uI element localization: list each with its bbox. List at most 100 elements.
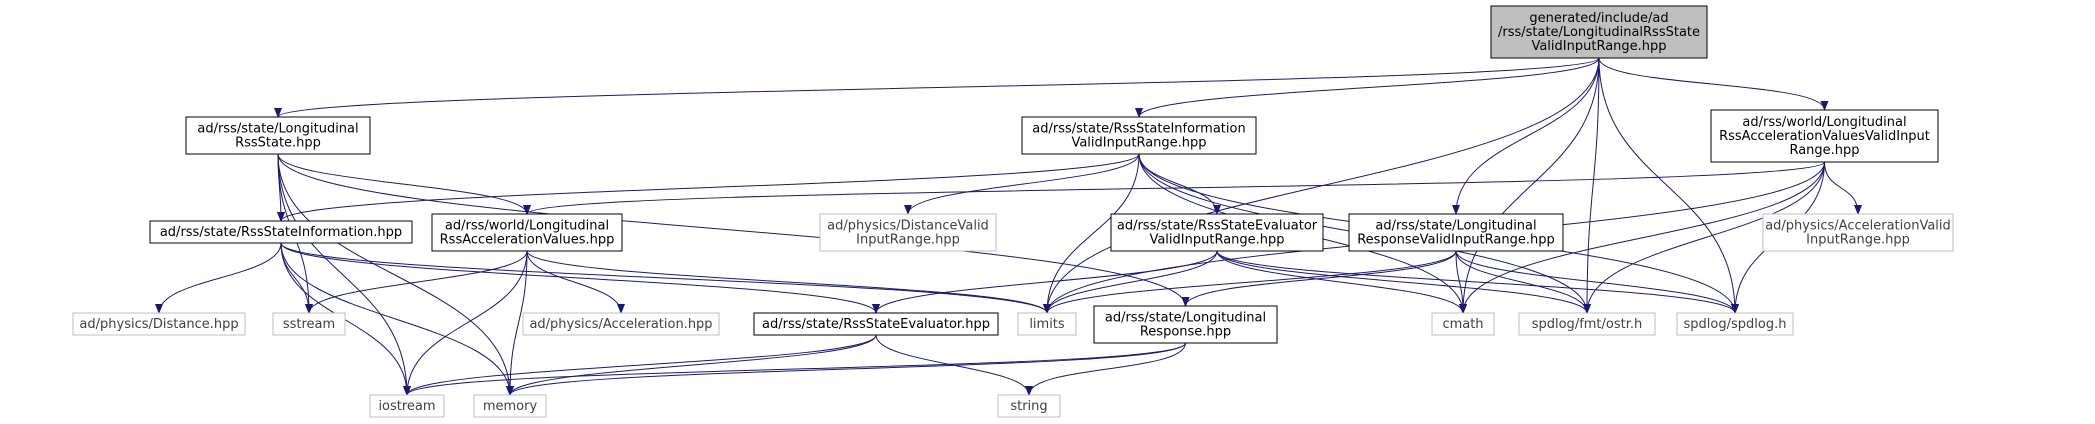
node-box-evalvalid [1110,213,1324,252]
edge-accelvalues-to-memory [506,250,528,396]
node-label-cmath-line-0: cmath [1442,317,1483,332]
edge-response-to-string [1025,342,1186,396]
edge-evalvalid-to-ostr [1216,250,1591,314]
node-root[interactable]: generated/include/ad/rss/state/Longitudi… [1490,5,1708,59]
node-box-rssinfo [149,220,413,244]
node-box-respvalid [1348,213,1564,252]
node-box-distance [72,312,246,336]
edge-evalvalid-to-cmath [1216,250,1467,314]
node-respvalid[interactable]: ad/rss/state/LongitudinalResponseValidIn… [1348,213,1564,252]
edge-rssinfo-to-memory [280,242,514,396]
node-label-distvalid-line-0: ad/physics/DistanceValid [827,219,989,234]
node-box-spdlog [1676,312,1794,336]
node-label-acceleration-line-0: ad/physics/Acceleration.hpp [529,317,712,332]
node-acceleration: ad/physics/Acceleration.hpp [522,312,720,336]
node-label-accelvalid-line-1: RssAccelerationValuesValidInput [1719,129,1930,144]
node-longrss[interactable]: ad/rss/state/LongitudinalRssState.hpp [185,116,371,155]
node-label-evalvalid-line-0: ad/rss/state/RssStateEvaluator [1117,219,1318,234]
node-label-accelvalues-line-0: ad/rss/world/Longitudinal [445,219,609,234]
node-label-rssinfo-line-0: ad/rss/state/RssStateInformation.hpp [160,225,402,240]
node-box-limits [1017,312,1077,336]
node-box-accelvalues [431,213,623,252]
node-accelvalid[interactable]: ad/rss/world/LongitudinalRssAcceleration… [1710,109,1939,163]
node-limits: limits [1017,312,1077,336]
node-label-respvalid-line-0: ad/rss/state/Longitudinal [1375,219,1536,234]
edge-response-to-iostream [403,342,1186,396]
edge-root-to-cmath [1459,57,1600,314]
node-rssinfo[interactable]: ad/rss/state/RssStateInformation.hpp [149,220,413,244]
node-label-sstream-line-0: sstream [283,317,335,332]
node-ostr: spdlog/fmt/ostr.h [1518,312,1656,336]
edge-root-to-longrss [274,57,1600,118]
node-box-rssinfovalid [1021,116,1257,155]
node-label-longrss-line-1: RssState.hpp [235,136,321,151]
node-sstream: sstream [272,312,346,336]
node-label-memory-line-0: memory [483,399,538,414]
node-label-string-line-0: string [1010,399,1047,414]
edge-rssinfo-to-distance [155,242,282,314]
node-label-accelvalues-line-1: RssAccelerationValues.hpp [440,233,615,248]
node-box-physaccelvalid [1762,213,1954,252]
node-evaluator[interactable]: ad/rss/state/RssStateEvaluator.hpp [753,312,999,336]
node-box-ostr [1518,312,1656,336]
node-box-string [997,394,1061,418]
edge-accelvalid-to-cmath [1459,161,1825,314]
node-accelvalues[interactable]: ad/rss/world/LongitudinalRssAcceleration… [431,213,623,252]
edge-root-to-ostr [1583,57,1600,314]
node-string: string [997,394,1061,418]
edge-evalvalid-to-spdlog [1216,250,1739,314]
node-label-rssinfovalid-line-0: ad/rss/state/RssStateInformation [1032,122,1245,137]
node-label-evaluator-line-0: ad/rss/state/RssStateEvaluator.hpp [762,317,990,332]
dependency-edges [155,57,1862,396]
edge-accelvalid-to-ostr [1583,161,1825,314]
node-box-distvalid [819,213,997,252]
edge-respvalid-to-cmath [1455,250,1467,314]
edge-longrss-to-response [277,153,1190,307]
node-evalvalid[interactable]: ad/rss/state/RssStateEvaluatorValidInput… [1110,213,1324,252]
node-physaccelvalid: ad/physics/AccelerationValidInputRange.h… [1762,213,1954,252]
node-cmath: cmath [1431,312,1495,336]
edge-respvalid-to-limits [1043,250,1457,314]
edge-longrss-to-memory [277,153,514,396]
edge-respvalid-to-response [1181,250,1457,307]
node-label-evalvalid-line-1: ValidInputRange.hpp [1149,233,1284,248]
edge-response-to-memory [506,342,1186,396]
edge-root-to-respvalid [1452,57,1600,215]
node-spdlog: spdlog/spdlog.h [1676,312,1794,336]
edge-root-to-spdlog [1598,57,1739,314]
edge-respvalid-to-spdlog [1455,250,1739,314]
node-label-ostr-line-0: spdlog/fmt/ostr.h [1532,317,1643,332]
edge-accelvalues-to-limits [526,250,1051,314]
edge-evalvalid-to-limits [1043,250,1218,314]
edge-rssinfovalid-to-evalvalid [1138,153,1221,215]
node-box-root [1490,5,1708,59]
node-label-distance-line-0: ad/physics/Distance.hpp [79,317,238,332]
node-label-accelvalid-line-2: Range.hpp [1789,143,1859,158]
node-box-iostream [369,394,445,418]
node-label-spdlog-line-0: spdlog/spdlog.h [1684,317,1787,332]
node-label-accelvalid-line-0: ad/rss/world/Longitudinal [1742,115,1906,130]
edge-rssinfo-to-evaluator [280,242,880,314]
node-rssinfovalid[interactable]: ad/rss/state/RssStateInformationValidInp… [1021,116,1257,155]
edge-accelvalues-to-acceleration [526,250,625,314]
edge-longrss-to-iostream [277,153,411,396]
edge-rssinfovalid-to-distvalid [904,153,1140,215]
edge-accelvalues-to-iostream [403,250,528,396]
node-box-accelvalid [1710,109,1939,163]
node-iostream: iostream [369,394,445,418]
node-label-respvalid-line-1: ResponseValidInputRange.hpp [1357,233,1555,248]
edge-root-to-rssinfovalid [1135,57,1600,118]
node-label-distvalid-line-1: InputRange.hpp [856,233,960,248]
edge-rssinfo-to-sstream [280,242,313,314]
dependency-nodes: generated/include/ad/rss/state/Longitudi… [72,5,1954,418]
node-label-limits-line-0: limits [1029,317,1065,332]
edge-evaluator-to-memory [506,334,877,396]
node-label-physaccelvalid-line-1: InputRange.hpp [1806,233,1910,248]
node-label-iostream-line-0: iostream [378,399,435,414]
node-label-response-line-1: Response.hpp [1140,325,1231,340]
node-distance: ad/physics/Distance.hpp [72,312,246,336]
edge-rssinfovalid-to-rssinfo [277,153,1140,222]
node-label-response-line-0: ad/rss/state/Longitudinal [1105,311,1266,326]
